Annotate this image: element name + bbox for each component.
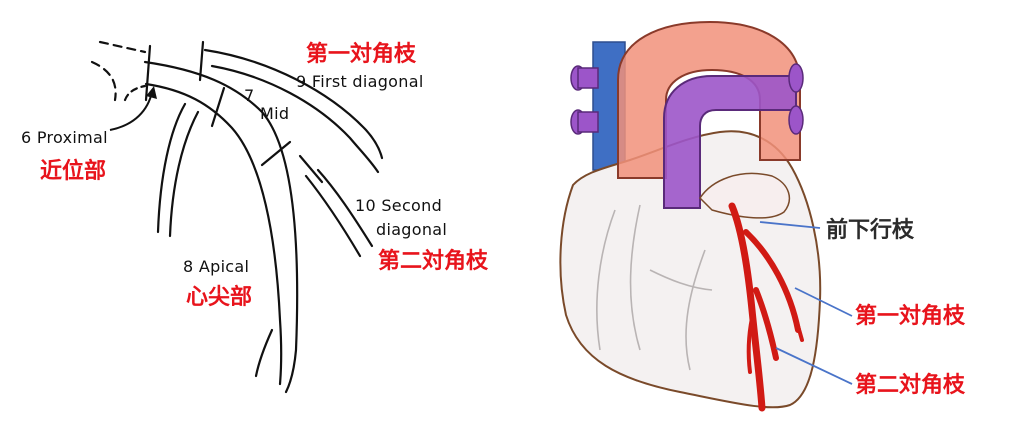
label-apical-jp: 心尖部 [186,285,253,310]
lad-upper-wall [143,60,299,394]
surface-vessel-2 [629,204,641,351]
label-d2-jp-left: 第二対角枝 [378,249,489,274]
label-segment7-en: Mid [260,104,290,123]
septal-branch-inner [168,110,200,238]
pointer-d2 [775,347,853,385]
d2-vessel [753,287,779,361]
label-d2-jp-right: 第二対角枝 [855,373,966,398]
pulmonary-right-cap-lower [788,105,804,135]
surface-vessel-1 [596,209,616,351]
label-proximal-jp: 近位部 [40,159,107,184]
pointer-lad [759,221,821,229]
surface-vessel-3 [685,249,706,371]
label-segment7-number: 7 [244,86,255,105]
boundary-tick-3 [210,86,226,128]
d1-inner-wall [210,64,380,174]
left-main-dashed-lower [90,60,117,102]
boundary-tick-2 [198,40,205,82]
lad-vessel [728,202,766,412]
label-proximal-en: 6 Proximal [21,128,108,147]
boundary-tick-5 [298,154,324,184]
pulmonary-artery [663,75,797,209]
left-main-dashed-tail [123,84,147,102]
label-d1-jp-right: 第一対角枝 [855,304,966,329]
boundary-tick-1 [144,44,152,102]
d2-outer-wall [304,174,362,258]
d1-outer-wall [203,48,384,160]
proximal-arrowhead [146,86,157,99]
label-d2-en-line1: 10 Second [355,196,443,215]
lad-schematic [90,40,384,394]
pulmonary-left-branch-lower [577,111,599,133]
label-d1-jp-left: 第一対角枝 [306,42,417,67]
pulmonary-right-cap-upper [788,63,804,93]
surface-vessel-4 [649,269,713,291]
boundary-tick-4 [260,140,292,167]
label-d2-en-line2: diagonal [376,220,448,239]
label-lad-jp: 前下行枝 [826,218,915,243]
d2-inner-wall [316,168,374,248]
septal-branch-outer [156,102,187,234]
lad-lower-wall [144,82,283,386]
small-branch-b [746,316,754,374]
pointer-d1 [794,287,853,317]
apex-branch [254,328,274,378]
pulmonary-left-branch-upper [577,67,599,89]
left-main-dashed-upper [98,40,147,54]
atrial-appendage [699,172,791,219]
label-apical-en: 8 Apical [183,257,250,276]
small-branch-a [780,280,804,342]
heart-illustration [559,20,853,412]
label-d1-en: 9 First diagonal [296,72,424,91]
